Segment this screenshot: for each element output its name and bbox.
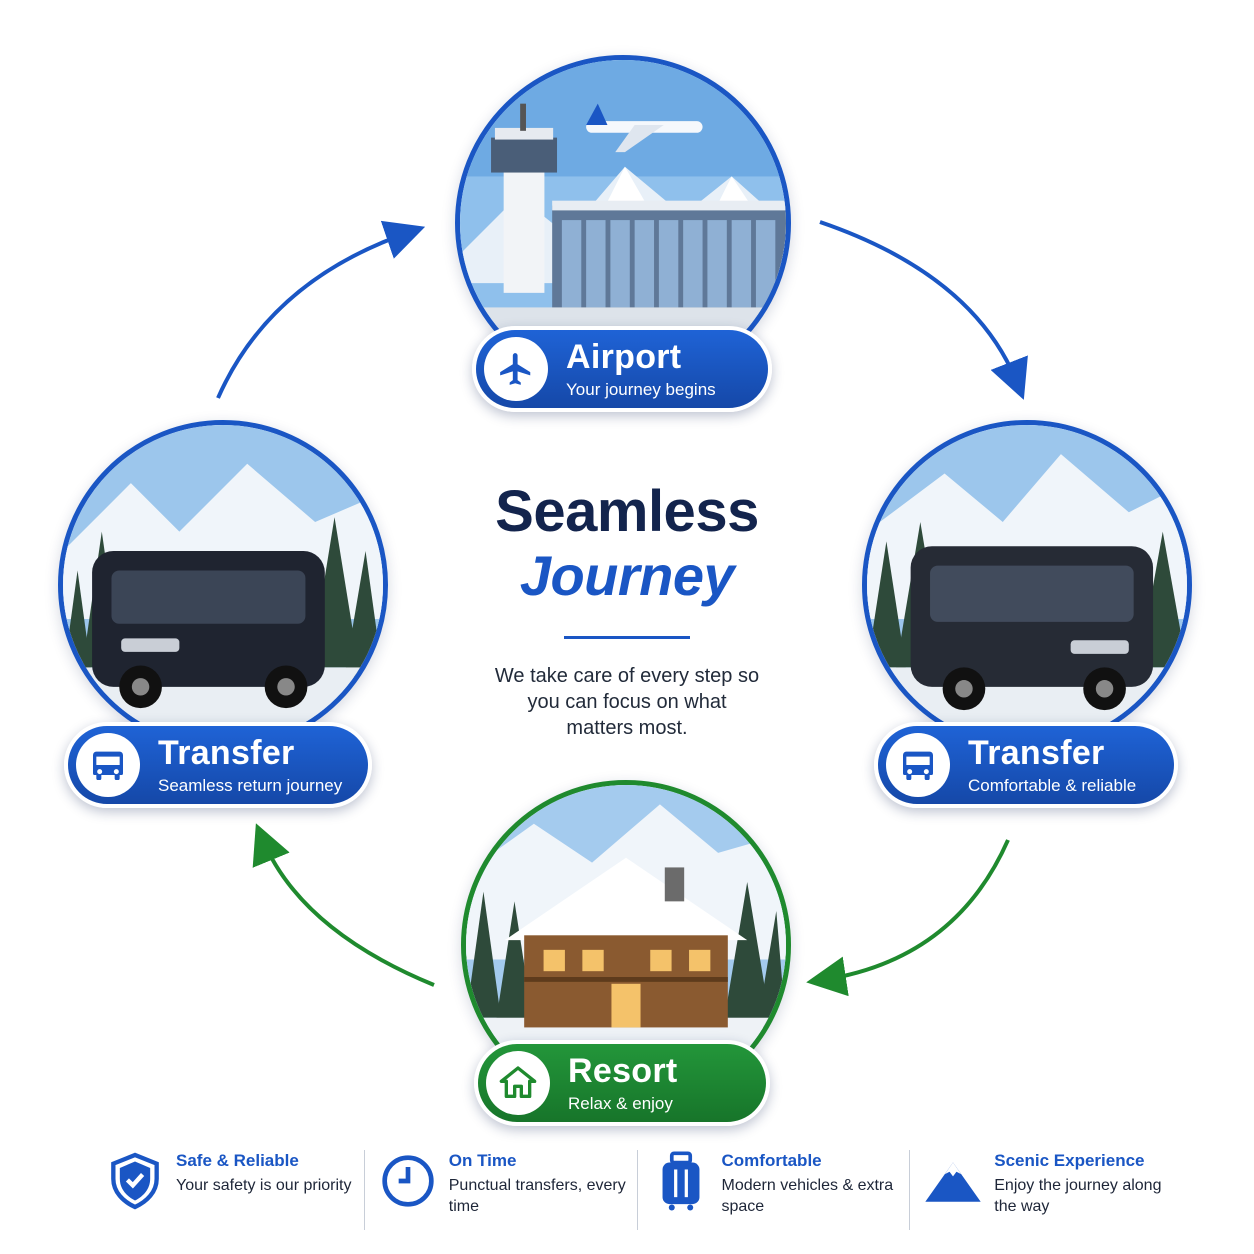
arrow-left-to-airport [216,220,426,399]
bus-icon [76,733,140,797]
feature-title: Scenic Experience [994,1151,1145,1170]
title-description: We take care of every step so you can fo… [494,665,760,739]
title-line2: Journey [519,544,735,607]
node-subtitle: Seamless return journey [158,775,343,795]
feature-scenic: Scenic Experience Enjoy the journey alon… [909,1150,1182,1230]
node-airport: Airport Your journey begins [472,326,772,412]
node-transfer-left: Transfer Seamless return journey [64,722,372,808]
feature-text: Enjoy the journey along the way [994,1177,1162,1215]
house-icon [486,1051,550,1115]
features-bar: Safe & Reliable Your safety is our prior… [92,1150,1182,1230]
title-line1: Seamless [495,479,759,544]
feature-safe: Safe & Reliable Your safety is our prior… [92,1150,364,1230]
title-divider [564,636,690,639]
bus-icon [886,733,950,797]
node-title: Transfer [158,733,295,772]
center-title-block: Seamless Journey We take care of every s… [427,480,827,741]
feature-on-time: On Time Punctual transfers, every time [363,1150,637,1230]
feature-text: Modern vehicles & extra space [721,1177,894,1215]
feature-title: On Time [448,1151,517,1170]
arrow-right-to-resort [806,839,1010,997]
feature-text: Your safety is our priority [176,1177,352,1194]
airplane-icon [484,337,548,401]
transfer-left-image [58,420,388,750]
node-subtitle: Comfortable & reliable [968,775,1137,795]
shield-check-icon [104,1150,166,1212]
transfer-right-image [862,420,1192,750]
node-subtitle: Relax & enjoy [568,1093,673,1113]
node-title: Airport [566,337,682,376]
node-title: Transfer [968,733,1105,772]
arrow-resort-to-left [252,823,435,987]
feature-text: Punctual transfers, every time [448,1177,626,1215]
clock-icon [377,1150,439,1212]
feature-comfortable: Comfortable Modern vehicles & extra spac… [636,1150,910,1230]
feature-title: Safe & Reliable [176,1151,299,1170]
node-subtitle: Your journey begins [566,379,716,399]
luggage-icon [650,1150,712,1212]
node-transfer-right: Transfer Comfortable & reliable [874,722,1178,808]
feature-title: Comfortable [721,1151,822,1170]
arrow-airport-to-right [819,220,1028,400]
node-title: Resort [568,1051,678,1090]
mountain-icon [922,1150,984,1212]
node-resort: Resort Relax & enjoy [474,1040,770,1126]
